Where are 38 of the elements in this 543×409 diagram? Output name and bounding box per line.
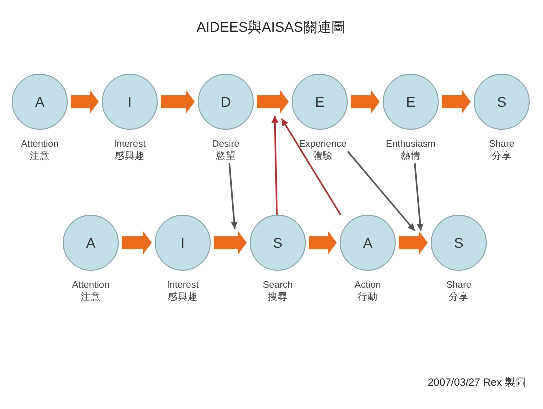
stage-label: Interest 感興趣: [167, 280, 199, 304]
arrow: [272, 116, 279, 216]
arrow: [347, 151, 416, 232]
letter-circle: E: [292, 74, 348, 130]
stage-label: Experience 體驗: [299, 139, 347, 163]
block-arrow: [214, 231, 247, 255]
stage-label: Share 分享: [446, 280, 472, 304]
letter-circle: I: [102, 74, 158, 130]
stage-label: Enthusiasm 熱情: [386, 139, 436, 163]
block-arrow: [71, 90, 99, 114]
letter-circle: E: [383, 74, 439, 130]
letter-circle: A: [63, 215, 119, 271]
letter-circle: A: [340, 215, 396, 271]
stage-label: Interest 感興趣: [114, 139, 146, 163]
letter-circle: D: [198, 74, 254, 130]
letter-circle: I: [155, 215, 211, 271]
title: AIDEES與AISAS關連圖: [196, 19, 346, 35]
block-arrow: [122, 231, 152, 255]
stage-label: Attention 注意: [21, 139, 59, 163]
block-arrow: [442, 90, 471, 114]
credit-text: 2007/03/27 Rex 製圖: [428, 377, 527, 390]
block-arrow: [309, 231, 337, 255]
letter-circle: A: [12, 74, 68, 130]
block-arrow: [351, 90, 380, 114]
stage-label: Action 行動: [354, 280, 382, 304]
arrow: [414, 162, 424, 232]
stage-label: Attention 注意: [72, 280, 110, 304]
letter-circle: S: [474, 74, 530, 130]
block-arrow: [399, 231, 428, 255]
arrow: [281, 118, 342, 216]
letter-circle: S: [431, 215, 487, 271]
letter-circle: S: [250, 215, 306, 271]
arrow: [228, 162, 238, 230]
stage-label: Search 搜尋: [262, 280, 294, 304]
block-arrow: [161, 90, 195, 114]
stage-label: Share 分享: [489, 139, 515, 163]
block-arrow: [257, 90, 289, 114]
stage-label: Desire 慾望: [212, 139, 240, 163]
